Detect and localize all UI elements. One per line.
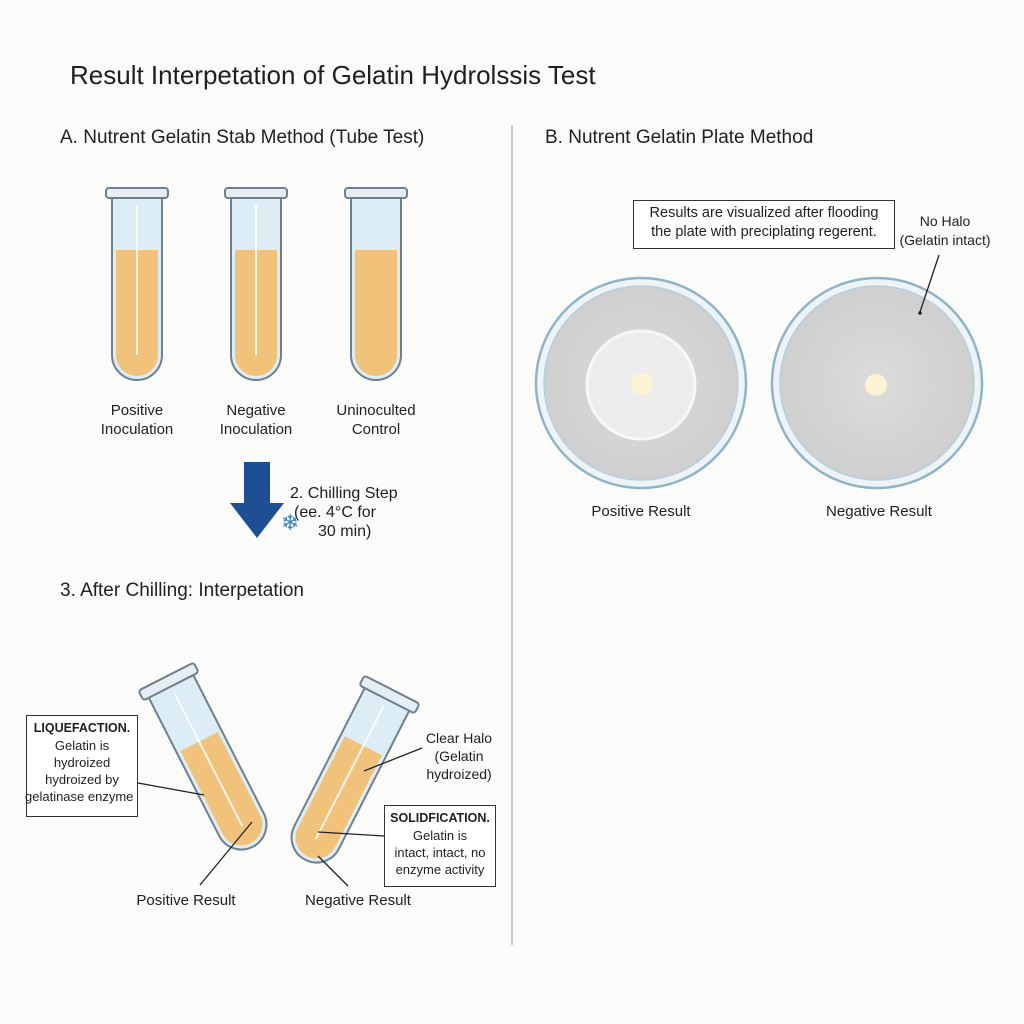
tube-positive-result <box>138 662 268 851</box>
solidification-callout: SOLIDFICATION. Gelatin is intact, intact… <box>384 805 496 887</box>
tube-positive-result-label: Positive Result <box>136 892 236 909</box>
chilling-step-text: 2. Chilling Step (ee. 4°C for 30 min) <box>290 485 398 540</box>
tube-positive-inoculation <box>105 187 169 381</box>
no-halo-label: No Halo (Gelatin intact) <box>899 213 991 248</box>
section-divider <box>511 125 513 945</box>
chilling-arrow <box>230 462 284 538</box>
snowflake-icon: ❄ <box>281 510 300 535</box>
after-chilling-heading: 3. After Chilling: Interpetation <box>60 580 304 601</box>
tube-negative-result-label: Negative Result <box>305 892 411 909</box>
tube-negative-inoculation <box>224 187 288 381</box>
page-title: Result Interpetation of Gelatin Hydrolss… <box>70 60 596 90</box>
plate-positive-result <box>534 276 748 490</box>
clear-halo-label: Clear Halo (Gelatin hydroized) <box>425 730 493 782</box>
tube-negative-result <box>290 675 420 864</box>
plate-negative-result-label: Negative Result <box>826 503 932 520</box>
tube-uninoculated-control <box>344 187 408 381</box>
flood-note-box: Results are visualized after flooding th… <box>633 200 895 249</box>
section-b-heading: B. Nutrent Gelatin Plate Method <box>545 127 814 148</box>
plate-positive-result-label: Positive Result <box>591 503 691 520</box>
section-a-heading: A. Nutrent Gelatin Stab Method (Tube Tes… <box>60 127 425 148</box>
liquefaction-callout: LIQUEFACTION. Gelatin is hydroized hydro… <box>25 715 138 817</box>
plate-negative-result <box>770 276 984 490</box>
